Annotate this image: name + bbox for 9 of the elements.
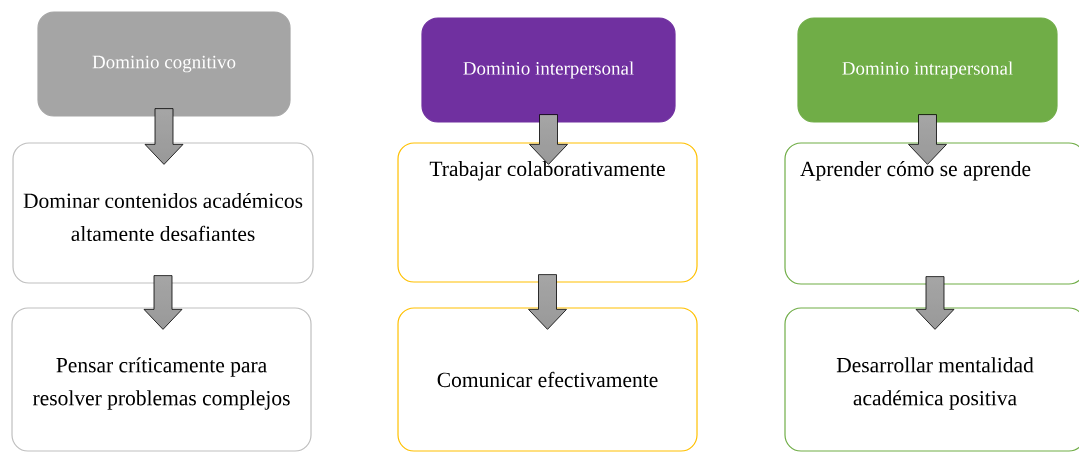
skill-box: Aprender cómo se aprende: [784, 142, 1079, 285]
domain-box: Dominio interpersonal: [421, 17, 676, 123]
skill-box: Trabajar colaborativamente: [397, 142, 698, 283]
skill-box: Desarrollar mentalidad académica positiva: [784, 307, 1079, 452]
domain-box: Dominio intrapersonal: [797, 17, 1058, 123]
skill-box: Comunicar efectivamente: [397, 307, 698, 452]
skill-box: Dominar contenidos académicos altamente desafiantes: [12, 142, 314, 284]
skill-box: Pensar críticamente para resolver problemas complejos: [11, 307, 312, 452]
domain-box: Dominio cognitivo: [37, 11, 291, 117]
